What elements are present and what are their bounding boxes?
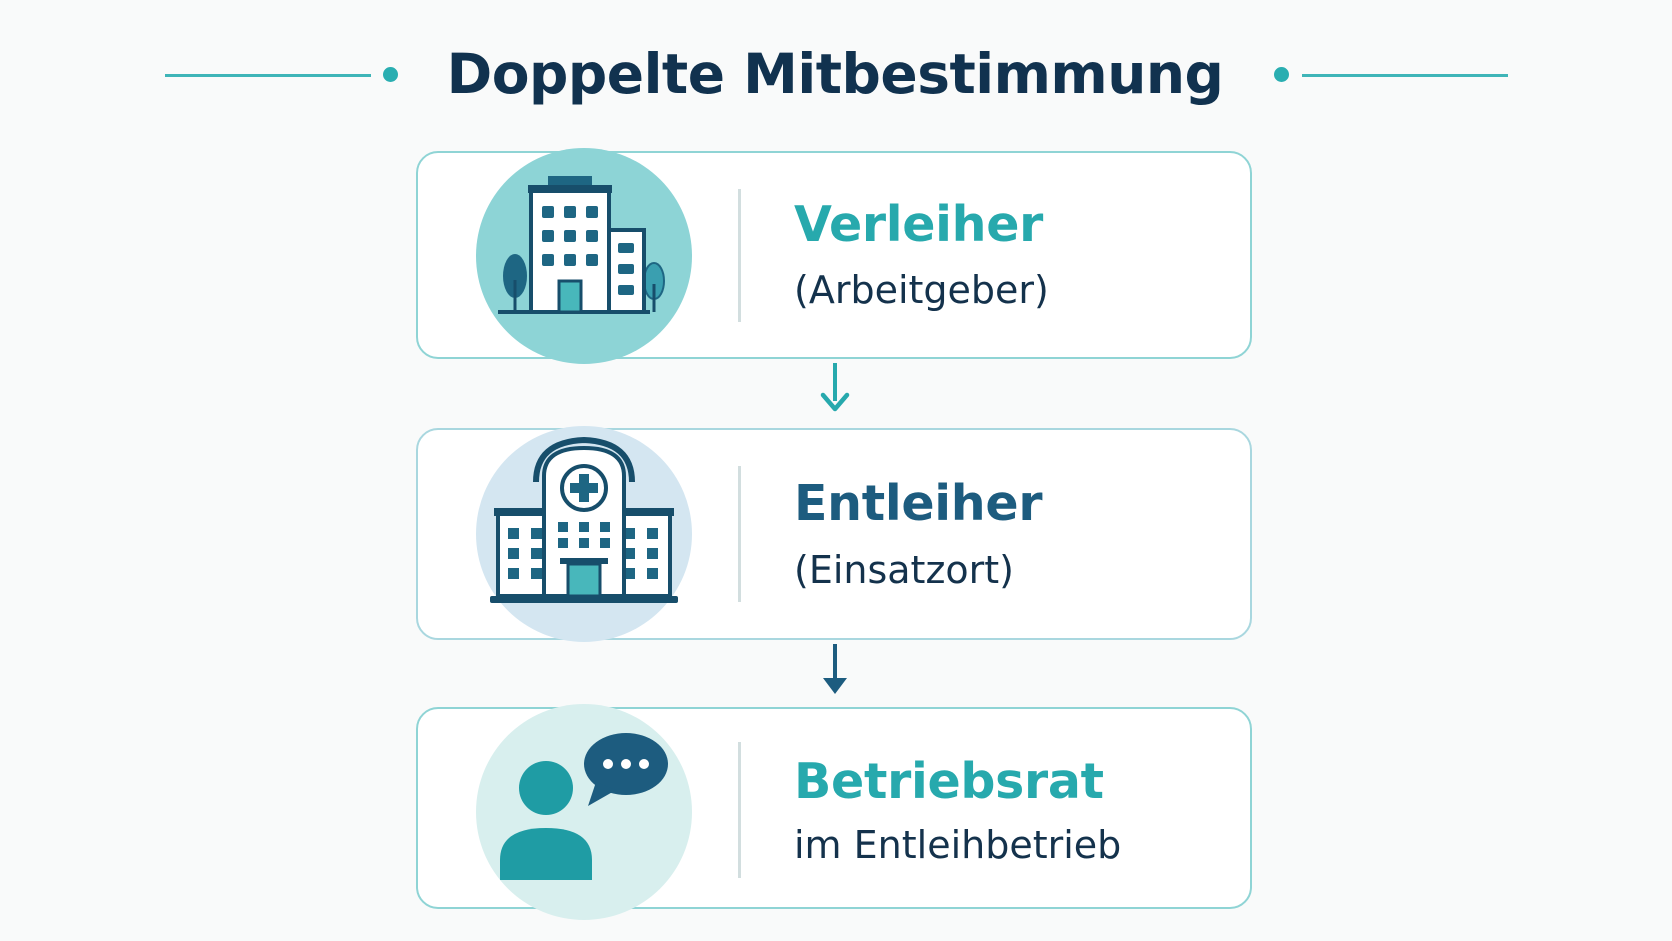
card-divider: [738, 466, 741, 602]
step-subtitle-entleiher: (Einsatzort): [794, 548, 1015, 592]
step-title-entleiher: Entleiher: [794, 475, 1043, 532]
title-decor-dot-left: [383, 67, 398, 82]
card-divider: [738, 742, 741, 878]
office-building-icon: [476, 148, 692, 364]
title-decor-line-right: [1302, 74, 1508, 77]
step-title-verleiher: Verleiher: [794, 196, 1044, 253]
step-subtitle-betriebsrat: im Entleihbetrieb: [794, 823, 1122, 867]
title-decor-line-left: [165, 74, 371, 77]
arrow-down-icon: [820, 640, 850, 700]
person-speech-bubble-icon: [476, 704, 692, 920]
step-title-betriebsrat: Betriebsrat: [794, 753, 1104, 810]
step-subtitle-verleiher: (Arbeitgeber): [794, 268, 1049, 312]
diagram-title: Doppelte Mitbestimmung: [446, 42, 1224, 106]
hospital-icon: [476, 426, 692, 642]
card-divider: [738, 189, 741, 322]
arrow-down-icon: [820, 359, 850, 419]
title-decor-dot-right: [1274, 67, 1289, 82]
